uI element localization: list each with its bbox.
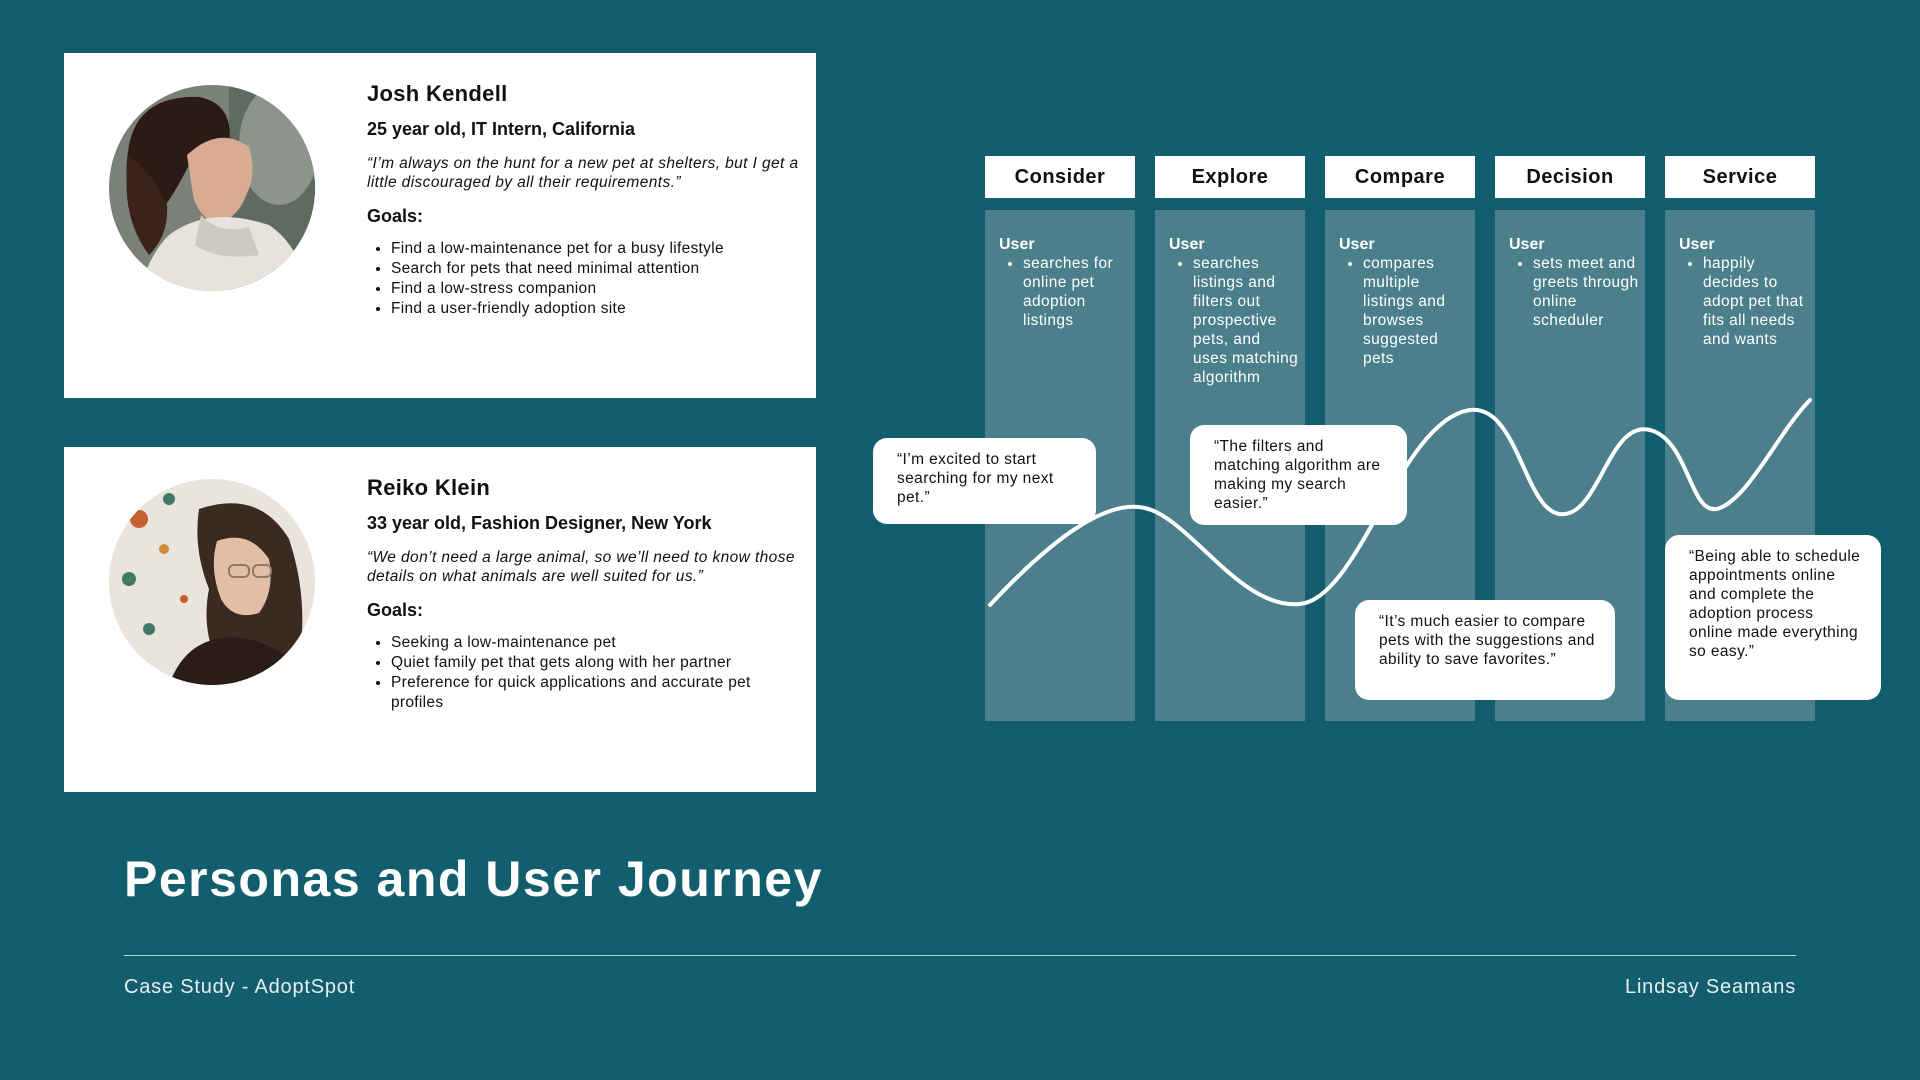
footer-case-study: Case Study - AdoptSpot	[124, 976, 356, 998]
stage-header-consider: Consider	[985, 156, 1135, 198]
stage-user-label: User	[1339, 236, 1375, 253]
persona-details: 25 year old, IT Intern, California	[367, 119, 636, 139]
footer-author: Lindsay Seamans	[1625, 976, 1796, 998]
stage-header-decision: Decision	[1495, 156, 1645, 198]
stage-action: sets meet and greets through online sche…	[1533, 254, 1639, 330]
goal-item: Find a low-maintenance pet for a busy li…	[391, 239, 807, 259]
stage-user-label: User	[1509, 236, 1545, 253]
stage-header-service: Service	[1665, 156, 1815, 198]
goals-list: Find a low-maintenance pet for a busy li…	[367, 239, 807, 319]
persona-card-reiko: Reiko Klein 33 year old, Fashion Designe…	[64, 447, 816, 792]
quote-bubble-compare: “It’s much easier to compare pets with t…	[1355, 600, 1615, 700]
goals-list: Seeking a low-maintenance pet Quiet fami…	[367, 633, 807, 713]
stage-header-explore: Explore	[1155, 156, 1305, 198]
goal-item: Find a user-friendly adoption site	[391, 299, 807, 319]
stage-action: happily decides to adopt pet that fits a…	[1703, 254, 1809, 349]
footer-divider	[124, 955, 1796, 956]
quote-bubble-service: “Being able to schedule appointments onl…	[1665, 535, 1881, 700]
stage-action: compares multiple listings and browses s…	[1363, 254, 1469, 368]
stage-user-label: User	[1169, 236, 1205, 253]
goals-heading: Goals:	[367, 600, 424, 620]
persona-name: Josh Kendell	[367, 81, 508, 106]
persona-photo-reiko	[109, 479, 315, 685]
persona-card-josh: Josh Kendell 25 year old, IT Intern, Cal…	[64, 53, 816, 398]
goal-item: Quiet family pet that gets along with he…	[391, 653, 807, 673]
persona-quote: “I’m always on the hunt for a new pet at…	[367, 155, 799, 191]
stage-user-label: User	[1679, 236, 1715, 253]
stage-header-compare: Compare	[1325, 156, 1475, 198]
goal-item: Search for pets that need minimal attent…	[391, 259, 807, 279]
goals-heading: Goals:	[367, 206, 424, 226]
stage-action: searches listings and filters out prospe…	[1193, 254, 1299, 387]
goal-item: Find a low-stress companion	[391, 279, 807, 299]
slide-title: Personas and User Journey	[124, 851, 823, 907]
persona-quote: “We don’t need a large animal, so we’ll …	[367, 549, 795, 585]
persona-details: 33 year old, Fashion Designer, New York	[367, 513, 712, 533]
quote-bubble-explore: “The filters and matching algorithm are …	[1190, 425, 1407, 525]
quote-bubble-consider: “I’m excited to start searching for my n…	[873, 438, 1096, 524]
avatar-reiko	[109, 479, 315, 685]
stage-action: searches for online pet adoption listing…	[1023, 254, 1129, 330]
persona-name: Reiko Klein	[367, 475, 491, 500]
stage-user-label: User	[999, 236, 1035, 253]
goal-item: Preference for quick applications and ac…	[391, 673, 807, 713]
persona-photo-josh	[109, 85, 315, 291]
avatar-josh	[109, 85, 315, 291]
goal-item: Seeking a low-maintenance pet	[391, 633, 807, 653]
